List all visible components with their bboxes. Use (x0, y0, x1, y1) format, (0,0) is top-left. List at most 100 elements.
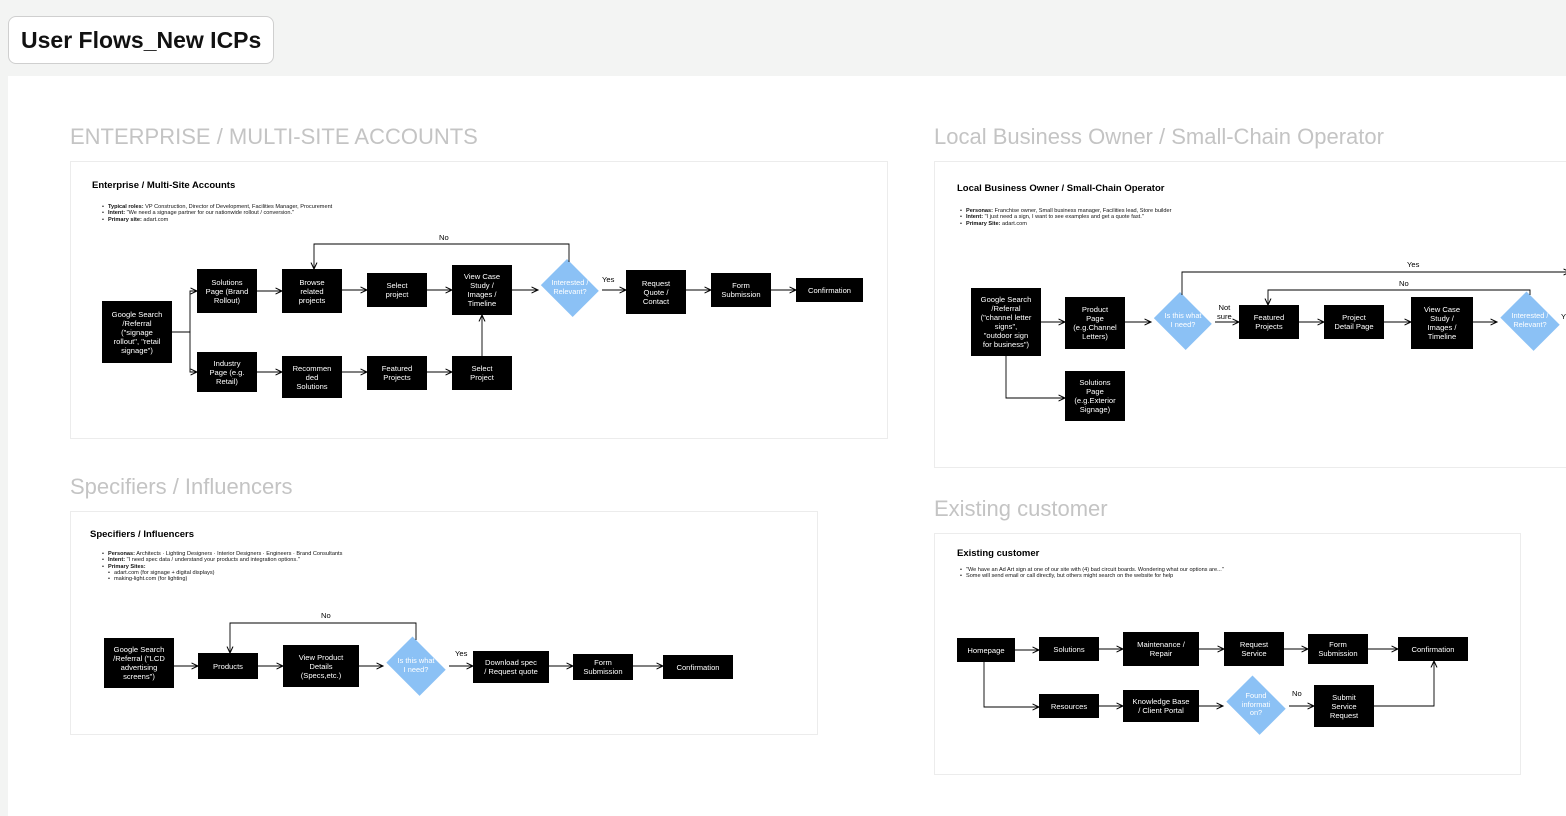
decision-l-isthis[interactable]: Is this what I need? (1151, 295, 1215, 347)
bullet-item: Personas: Architects · Lighting Designer… (102, 551, 342, 557)
node-label: Featured Projects (381, 364, 413, 382)
node-l-detail[interactable]: Project Detail Page (1324, 305, 1384, 339)
node-label: Form Submission (721, 281, 761, 299)
bullet-item: Intent: "I need spec data / understand y… (102, 557, 342, 563)
node-label: Download spec / Request quote (484, 658, 538, 676)
bullet-item: Personas: Franchise owner, Small busines… (960, 208, 1172, 214)
node-label: Google Search /Referral ("channel letter… (980, 295, 1032, 349)
node-x-home[interactable]: Homepage (957, 638, 1015, 662)
node-label: Product Page (e.g.Channel Letters) (1073, 305, 1117, 341)
decision-x-found[interactable]: Found informati on? (1223, 679, 1289, 731)
node-x-form[interactable]: Form Submission (1308, 634, 1368, 664)
bullet-item: Some will send email or call directly, b… (960, 573, 1224, 579)
node-s-form[interactable]: Form Submission (573, 654, 633, 680)
node-label: Featured Projects (1253, 313, 1285, 331)
node-e-recommended[interactable]: Recommen ded Solutions (282, 356, 342, 398)
bullet-text: "I just need a sign, I want to see examp… (983, 214, 1144, 221)
bullet-text: "I need spec data / understand your prod… (125, 557, 300, 564)
node-e-confirm[interactable]: Confirmation (796, 278, 863, 302)
node-label: Interested / Relevant? (551, 278, 589, 296)
node-x-kb[interactable]: Knowledge Base / Client Portal (1123, 690, 1199, 722)
board-title[interactable]: User Flows_New ICPs (8, 16, 275, 64)
node-label: Found informati on? (1241, 691, 1271, 718)
node-s-confirm[interactable]: Confirmation (663, 655, 733, 679)
bullet-label: Primary Sites: (107, 563, 146, 570)
node-e-featured[interactable]: Featured Projects (367, 356, 427, 390)
bullet-text: adart.com (141, 216, 169, 223)
bullet-label: Primary site: (107, 216, 142, 223)
bullet-label: Primary Site: (965, 220, 1001, 227)
node-label: Google Search /Referral ("LCD advertisin… (113, 645, 165, 681)
node-label: Submit Service Request (1329, 692, 1359, 720)
node-s-products[interactable]: Products (198, 653, 258, 679)
node-label: Select project (385, 281, 409, 299)
node-label: View Case Study / Images / Timeline (1423, 305, 1461, 341)
node-l-featured[interactable]: Featured Projects (1239, 305, 1299, 339)
bullet-item: Primary Sites: (102, 564, 342, 570)
decision-s-isthis[interactable]: Is this what I need? (383, 640, 449, 692)
bullet-text: Some will send email or call directly, b… (965, 573, 1174, 580)
node-x-solutions[interactable]: Solutions (1039, 637, 1099, 661)
decision-l-interested[interactable]: Interested / Relevant? (1497, 295, 1563, 347)
node-label: Google Search /Referral ("signage rollou… (111, 309, 163, 355)
node-label: Is this what I need? (397, 656, 435, 674)
node-s-google[interactable]: Google Search /Referral ("LCD advertisin… (104, 638, 174, 688)
node-e-solutions[interactable]: Solutions Page (Brand Rollout) (197, 269, 257, 313)
section-title-specifiers: Specifiers / Influencers (70, 474, 293, 499)
node-l-solutions[interactable]: Solutions Page (e.g.Exterior Signage) (1065, 371, 1125, 421)
node-l-viewcase[interactable]: View Case Study / Images / Timeline (1411, 297, 1473, 349)
node-x-confirm[interactable]: Confirmation (1398, 637, 1468, 661)
node-e-select1[interactable]: Select project (367, 273, 427, 307)
bullet-item: Intent: "We need a signage partner for o… (102, 210, 332, 216)
node-e-form[interactable]: Form Submission (711, 273, 771, 307)
node-label: Confirmation (1411, 644, 1455, 654)
node-e-browse[interactable]: Browse related projects (282, 269, 342, 313)
node-label: Request Service (1239, 640, 1269, 658)
bullet-label: Personas: (965, 208, 994, 214)
edge-label: Not sure (1217, 303, 1232, 321)
node-x-resources[interactable]: Resources (1039, 694, 1099, 718)
bullet-label: Intent: (107, 557, 126, 564)
bullet-list-enterprise: Typical roles: VP Construction, Director… (102, 204, 332, 223)
node-x-submit[interactable]: Submit Service Request (1314, 685, 1374, 727)
node-s-viewproduct[interactable]: View Product Details (Specs,etc.) (283, 645, 359, 687)
bullet-text: adart.com (for signage + digital display… (113, 569, 215, 576)
node-e-request[interactable]: Request Quote / Contact (626, 270, 686, 314)
node-e-viewcase[interactable]: View Case Study / Images / Timeline (452, 265, 512, 315)
edge-label: Yes (455, 649, 468, 658)
node-label: Confirmation (676, 662, 720, 672)
node-e-industry[interactable]: Industry Page (e.g. Retail) (197, 352, 257, 392)
node-l-google[interactable]: Google Search /Referral ("channel letter… (971, 288, 1041, 356)
bullet-text: "We need a signage partner for our natio… (125, 210, 295, 217)
node-label: Homepage (967, 645, 1005, 655)
node-e-select2[interactable]: Select Project (452, 356, 512, 390)
bullet-item: Primary site: adart.com (102, 217, 332, 223)
node-label: Project Detail Page (1334, 313, 1374, 331)
node-label: Solutions Page (e.g.Exterior Signage) (1074, 378, 1116, 414)
node-e-google[interactable]: Google Search /Referral ("signage rollou… (102, 301, 172, 363)
node-label: Is this what I need? (1164, 311, 1202, 329)
section-title-local: Local Business Owner / Small-Chain Opera… (934, 124, 1384, 149)
bullet-item: Typical roles: VP Construction, Director… (102, 204, 332, 210)
bullet-text: adart.com (1000, 220, 1027, 227)
node-label: Recommen ded Solutions (292, 363, 332, 391)
node-x-maint[interactable]: Maintenance / Repair (1123, 632, 1199, 666)
node-label: Knowledge Base / Client Portal (1132, 697, 1190, 715)
decision-e-interested[interactable]: Interested / Relevant? (538, 262, 602, 314)
bullet-item: Intent: "I just need a sign, I want to s… (960, 214, 1172, 220)
bullet-list-specifiers: Personas: Architects · Lighting Designer… (102, 551, 342, 582)
node-s-download[interactable]: Download spec / Request quote (473, 651, 549, 683)
edge-label: No (439, 233, 449, 242)
node-x-request[interactable]: Request Service (1224, 632, 1284, 666)
card-title-enterprise: Enterprise / Multi-Site Accounts (92, 180, 236, 191)
bullet-list-local: Personas: Franchise owner, Small busines… (960, 208, 1172, 227)
bullet-label: Typical roles: (107, 204, 144, 210)
node-l-product[interactable]: Product Page (e.g.Channel Letters) (1065, 297, 1125, 349)
bullet-item: making-light.com (for lighting) (102, 576, 342, 582)
node-label: Form Submission (1318, 640, 1358, 658)
bullet-list-existing: "We have an Ad Art sign at one of our si… (960, 567, 1224, 580)
node-label: Browse related projects (298, 277, 326, 305)
flow-card-specifiers[interactable] (70, 511, 818, 735)
